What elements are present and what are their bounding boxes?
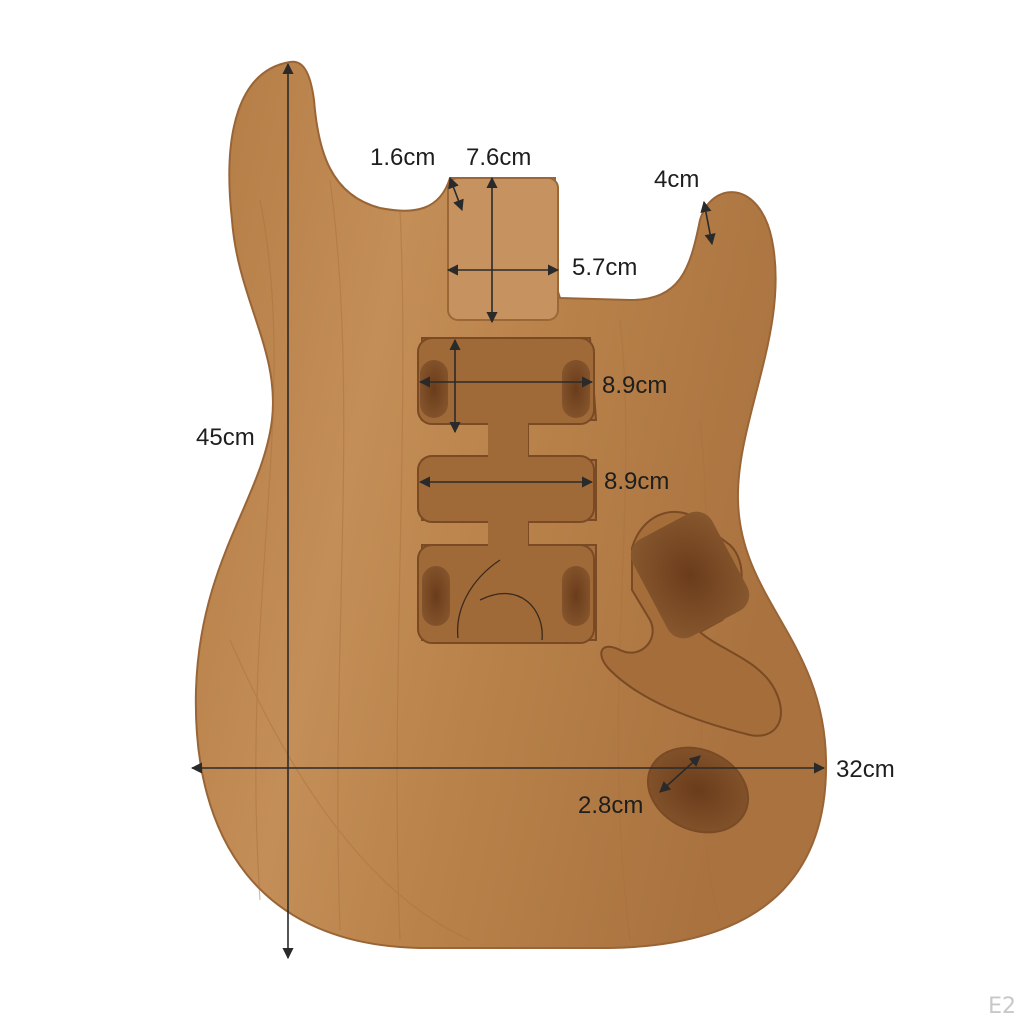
neck-pickup-cavity-label: 8.9cm	[602, 372, 668, 399]
horn-gap-label: 4cm	[654, 166, 700, 193]
neck-pocket-width-label: 7.6cm	[466, 144, 532, 171]
jack-hole-label: 2.8cm	[578, 792, 644, 819]
overall-width-label: 32cm	[836, 756, 895, 783]
horn-arrow	[700, 200, 716, 246]
watermark: E2	[988, 994, 1016, 1019]
overall-length-label: 45cm	[196, 424, 255, 451]
slot	[562, 360, 590, 418]
cutaway-gap-label: 1.6cm	[370, 144, 436, 171]
wood-grain	[229, 179, 721, 941]
bridge-pickup-cavity-label: 8.9cm	[604, 468, 670, 495]
pickup-cavities	[417, 337, 598, 644]
dimension-arrows	[190, 62, 826, 960]
slot	[562, 566, 590, 626]
slot	[422, 566, 450, 626]
neck-pocket-depth-label: 5.7cm	[572, 254, 638, 281]
control-cavity-inner	[630, 511, 750, 639]
jack-arrow	[659, 755, 701, 793]
cutaway-arrow	[448, 176, 464, 212]
slot	[420, 360, 448, 418]
neck-pocket	[447, 177, 559, 321]
